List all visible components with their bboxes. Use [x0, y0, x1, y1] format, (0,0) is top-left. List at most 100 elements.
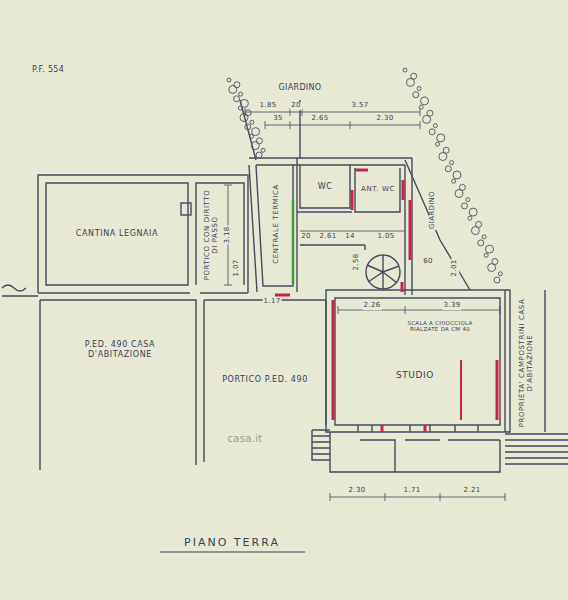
hedge-shrub	[468, 216, 472, 220]
fence-line	[405, 160, 470, 290]
dimension: 1.17	[263, 298, 282, 306]
cantina-wall	[46, 183, 188, 285]
dimension: 14	[344, 233, 356, 241]
room-label: PORTICO P.ED. 490	[217, 375, 313, 385]
hedge-shrub	[478, 240, 484, 246]
room-label: WC	[304, 182, 346, 192]
terrace	[330, 432, 500, 472]
room: ANT. WC	[357, 170, 399, 208]
corridor-wall	[300, 245, 365, 250]
new-walls	[275, 170, 497, 432]
stone-wall	[2, 285, 38, 296]
dimension: 20	[290, 102, 302, 110]
hedge-shrub	[239, 92, 243, 96]
dimension: 1.07	[233, 259, 241, 278]
hedge-shrub	[452, 179, 456, 183]
spiral-stair	[366, 255, 400, 289]
hedge-shrub	[403, 68, 407, 72]
hedge-shrub	[437, 134, 445, 142]
dimension-line	[265, 121, 420, 129]
hedge-shrub	[261, 148, 265, 152]
new-wall	[460, 360, 462, 420]
dimension: 2.30	[376, 115, 395, 123]
room: PORTICO P.ED. 490	[215, 360, 315, 400]
room: STUDIO	[345, 335, 485, 415]
window-jambs	[358, 425, 478, 432]
dimension: 3.39	[443, 302, 462, 310]
green-wall	[292, 200, 295, 284]
dimension: 2.01	[451, 259, 459, 278]
area-label: P.F. 554	[31, 66, 65, 75]
dimension: 1.85	[259, 102, 278, 110]
centrale-wall	[296, 158, 297, 292]
wc-wall	[297, 165, 400, 212]
dimension: 2.61	[319, 233, 338, 241]
dimension: 35	[272, 115, 284, 123]
new-wall	[275, 294, 290, 297]
room: CANTINA LEGNAIA	[48, 185, 186, 283]
room: PROPRIETA' CAMPOSTRINI CASA D'ABITAZIONE	[508, 295, 544, 430]
hedge-shrub	[234, 96, 240, 102]
hedge-shrub	[494, 277, 500, 283]
room-label: CANTINA LEGNAIA	[50, 229, 184, 239]
new-wall	[332, 300, 335, 420]
room-label: P.ED. 490 CASA D'ABITAZIONE	[52, 340, 188, 359]
watermark: casa.it	[227, 433, 264, 444]
hedge-shrub	[406, 78, 414, 86]
hedge-shrub	[482, 235, 486, 239]
hedge-shrub	[245, 124, 251, 130]
hedge-shrub	[471, 227, 479, 235]
dimension: 1.05	[377, 233, 396, 241]
hedge-shrub	[227, 78, 231, 82]
room-label: PROPRIETA' CAMPOSTRINI CASA D'ABITAZIONE	[518, 297, 535, 428]
hedge-shrub	[450, 161, 454, 165]
dimension-lines	[224, 108, 505, 501]
building-base	[38, 292, 248, 293]
dimension: 2.21	[463, 487, 482, 495]
studio-wall	[326, 290, 510, 432]
neighbour-steps	[505, 290, 568, 464]
hedge-shrub	[453, 171, 461, 179]
new-wall	[496, 360, 499, 420]
chimney	[181, 203, 191, 215]
title-underline	[160, 551, 305, 552]
plan-title: PIANO TERRA	[184, 536, 280, 549]
dimension: 2.26	[363, 302, 382, 310]
hedge-shrub	[469, 208, 477, 216]
area-label: GIARDINO	[429, 190, 437, 230]
hedge-shrub	[250, 120, 254, 124]
hedge-shrub	[466, 198, 470, 202]
dimension: 3.57	[351, 102, 370, 110]
room: PORTICO CON DIRITTO DI PASSO	[198, 186, 224, 284]
hedge-shrub	[421, 97, 429, 105]
room: P.ED. 490 CASA D'ABITAZIONE	[50, 330, 190, 370]
building-outline	[38, 175, 248, 293]
dimension: 60	[422, 258, 434, 266]
new-wall	[352, 170, 425, 432]
hedge-shrub	[256, 152, 262, 158]
dimension: 3.18	[224, 226, 232, 245]
room-label: CENTRALE TERMICA	[272, 170, 280, 278]
walls	[2, 100, 568, 472]
hedge-shrub	[484, 253, 488, 257]
hedge-shrub	[245, 110, 251, 116]
portico-steps	[312, 300, 330, 460]
room-label: ANT. WC	[359, 185, 397, 193]
hedge-shrub	[250, 134, 254, 138]
hedge-shrub	[229, 85, 237, 93]
hedge	[227, 68, 502, 283]
hedge-shrub	[462, 203, 468, 209]
area-label: GIARDINO	[278, 84, 323, 93]
hedge-shrub	[488, 264, 496, 272]
room-label: STUDIO	[347, 370, 483, 381]
hedge-shrub	[429, 129, 435, 135]
dimension: 20	[300, 233, 312, 241]
hedge-shrub	[436, 142, 440, 146]
area-label: SCALA A CHIOCCIOLA RIALZATE DA CM 40	[392, 320, 489, 332]
hedge-shrub	[251, 142, 259, 150]
hedge-shrub	[433, 124, 437, 128]
hedge-shrub	[423, 115, 431, 123]
hedge-shrub	[240, 114, 248, 122]
portico-wall	[196, 183, 244, 285]
hedge-shrub	[498, 272, 502, 276]
